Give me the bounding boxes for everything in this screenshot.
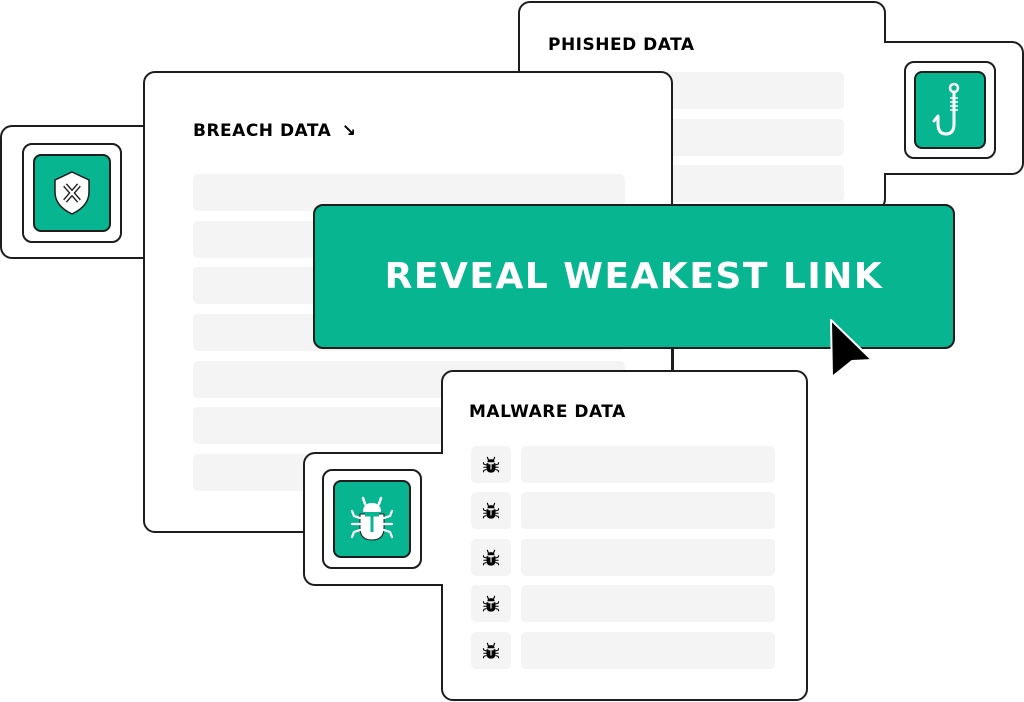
malware-data-title: MALWARE DATA xyxy=(469,402,626,422)
placeholder-bar xyxy=(652,165,844,202)
bug-icon xyxy=(482,595,500,613)
connector-line xyxy=(672,348,674,372)
malware-icon-ring xyxy=(322,469,422,569)
breach-icon-ring xyxy=(22,143,122,243)
placeholder-bar xyxy=(521,492,775,529)
arrow-down-right-icon: ↘ xyxy=(341,121,357,141)
bug-icon xyxy=(482,502,500,520)
breach-icon-box xyxy=(0,125,146,259)
breach-data-title: BREACH DATA ↘ xyxy=(193,121,357,141)
reveal-weakest-link-label: REVEAL WEAKEST LINK xyxy=(384,256,884,297)
placeholder-bar xyxy=(521,632,775,669)
malware-row-icon-cell xyxy=(471,492,511,529)
shield-x-icon xyxy=(54,171,90,215)
placeholder-bar xyxy=(521,585,775,622)
bug-icon xyxy=(350,496,394,541)
bug-icon xyxy=(482,549,500,567)
reveal-weakest-link-button[interactable]: REVEAL WEAKEST LINK xyxy=(313,204,955,349)
fish-hook-icon xyxy=(932,82,960,136)
malware-data-card: MALWARE DATA xyxy=(441,370,808,701)
malware-row-icon-cell xyxy=(471,446,511,483)
phishing-icon-tile xyxy=(914,71,986,149)
phishing-icon-box xyxy=(884,41,1024,175)
placeholder-bar xyxy=(521,446,775,483)
malware-icon-tile xyxy=(333,480,411,558)
malware-row-icon-cell xyxy=(471,539,511,576)
phished-data-title: PHISHED DATA xyxy=(548,35,695,55)
malware-icon-box xyxy=(303,452,443,586)
bug-icon xyxy=(482,642,500,660)
placeholder-bar xyxy=(652,72,844,109)
breach-data-title-text: BREACH DATA xyxy=(193,121,332,141)
arrow-cursor-icon xyxy=(830,319,873,378)
breach-icon-tile xyxy=(33,154,111,232)
placeholder-bar xyxy=(521,539,775,576)
phishing-icon-ring xyxy=(904,61,996,159)
bug-icon xyxy=(482,456,500,474)
malware-row-icon-cell xyxy=(471,632,511,669)
malware-row-icon-cell xyxy=(471,585,511,622)
placeholder-bar xyxy=(652,119,844,156)
